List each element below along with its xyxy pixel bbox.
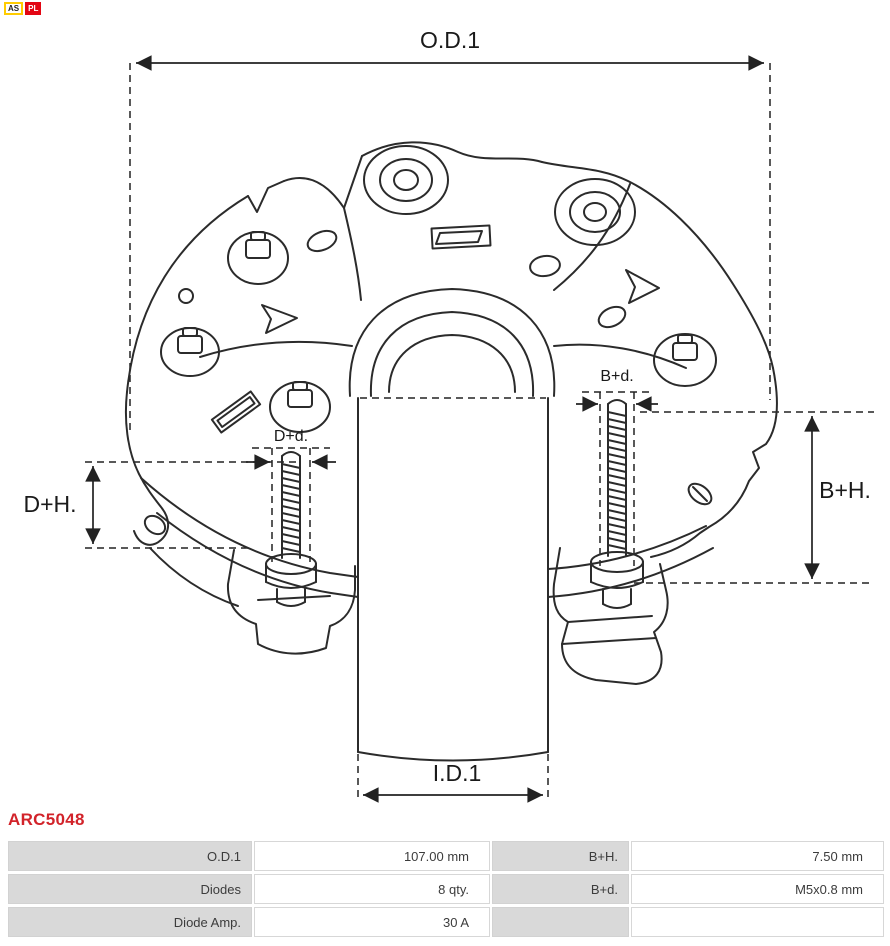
extension-dashed-lines <box>85 63 874 802</box>
spec-label: Diodes <box>8 874 252 904</box>
spec-value: 7.50 mm <box>631 841 884 871</box>
spec-label <box>492 907 629 937</box>
spec-table: O.D.1 107.00 mm B+H. 7.50 mm Diodes 8 qt… <box>8 841 884 937</box>
dim-label-id1: I.D.1 <box>433 760 482 786</box>
dim-label-dh: D+H. <box>23 491 76 517</box>
rectifier-technical-drawing: O.D.1 D+H. B+H. D+d. B+d. I.D.1 <box>23 27 874 803</box>
spec-label: B+H. <box>492 841 629 871</box>
rectifier-part-outline <box>124 141 778 762</box>
spec-value <box>631 907 884 937</box>
dim-label-bh: B+H. <box>819 477 871 503</box>
spec-value: 30 A <box>254 907 490 937</box>
spec-value: 107.00 mm <box>254 841 490 871</box>
part-number: ARC5048 <box>8 810 85 829</box>
mount-bracket-right <box>552 547 669 685</box>
as-pl-logo: AS PL <box>4 2 42 15</box>
logo-as-badge: AS <box>4 2 24 15</box>
dimension-labels: O.D.1 D+H. B+H. D+d. B+d. I.D.1 <box>23 27 870 786</box>
spec-label: O.D.1 <box>8 841 252 871</box>
spec-value: 8 qty. <box>254 874 490 904</box>
dim-label-dd: D+d. <box>274 428 308 445</box>
dim-label-od1: O.D.1 <box>420 27 480 53</box>
bolt-boss-top-left <box>363 145 449 215</box>
dimension-lines <box>85 55 820 803</box>
spec-label: B+d. <box>492 874 629 904</box>
bolt-boss-top-right <box>554 178 636 246</box>
spec-label: Diode Amp. <box>8 907 252 937</box>
dim-label-bd: B+d. <box>600 368 633 385</box>
threaded-stud-left <box>265 451 317 607</box>
spec-value: M5x0.8 mm <box>631 874 884 904</box>
threaded-stud-right <box>590 399 644 609</box>
mount-bracket-left <box>226 549 356 655</box>
logo-pl-badge: PL <box>25 2 42 15</box>
diode-rivets <box>160 231 717 433</box>
holes-and-stamps <box>178 224 713 506</box>
